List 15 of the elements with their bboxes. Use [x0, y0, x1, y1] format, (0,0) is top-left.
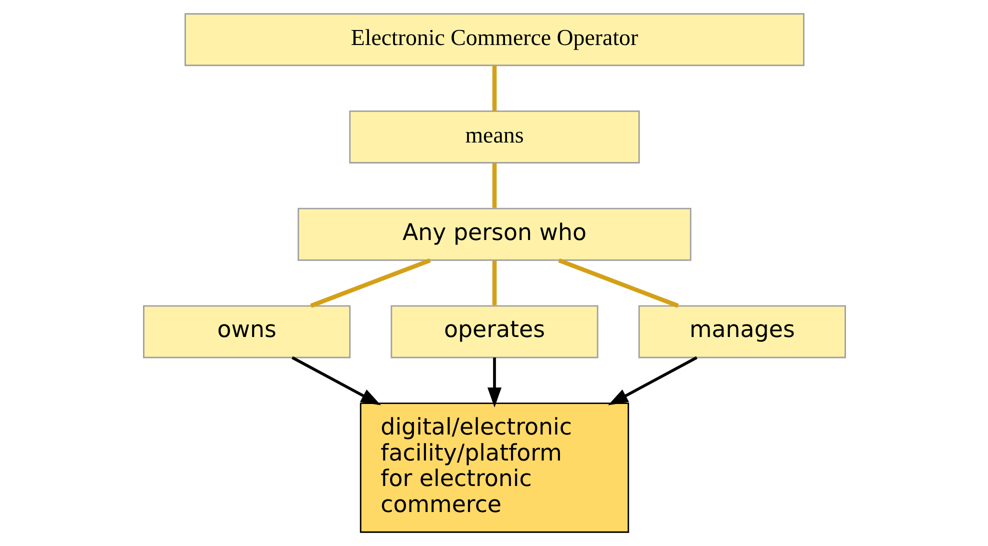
connector — [492, 260, 496, 306]
node-box: Any person who — [297, 208, 691, 261]
connector — [492, 66, 496, 111]
arrow — [291, 356, 380, 406]
node-box: means — [348, 110, 640, 164]
arrow — [486, 358, 502, 408]
connector — [492, 163, 496, 208]
node-box: owns — [142, 305, 350, 358]
node-box: digital/electronic facility/platform for electronic commerce — [359, 402, 629, 533]
node-box: Electronic Commerce Operator — [184, 13, 804, 66]
arrow — [608, 356, 697, 406]
connector — [310, 258, 430, 308]
node-box: manages — [638, 305, 846, 358]
node-box: operates — [390, 305, 598, 358]
connector — [558, 258, 678, 308]
